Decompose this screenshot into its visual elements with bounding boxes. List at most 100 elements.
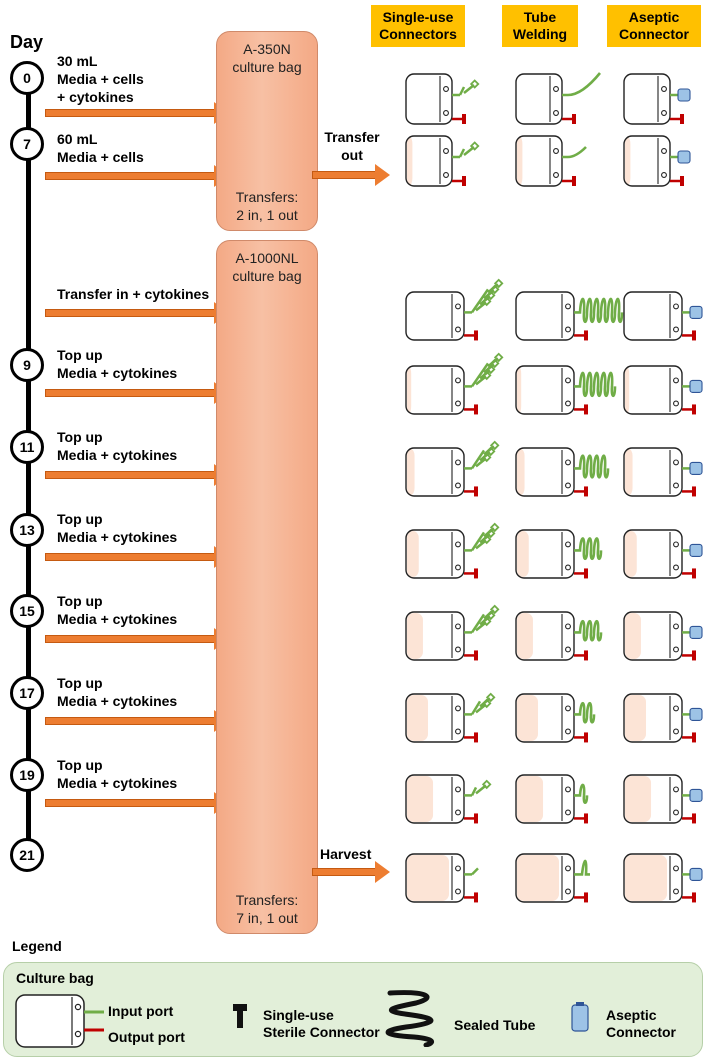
- large-bag-transfers-title: Transfers:: [235, 892, 299, 908]
- day-marker: 11: [10, 430, 44, 464]
- legend-culture-bag-title: Culture bag: [16, 970, 94, 986]
- tube-weld-bag-icon: [514, 832, 624, 915]
- tube-weld-bag-icon: [514, 344, 624, 427]
- transfer-out-line-1: Transfer: [324, 129, 380, 145]
- single-use-bag-icon: [404, 52, 514, 137]
- input-label-line: Top up: [57, 757, 103, 773]
- day-marker: 0: [10, 61, 44, 95]
- legend-connector-line2: Sterile Connector: [263, 1024, 380, 1040]
- single-use-bag-icon: [404, 114, 514, 199]
- day-marker: 7: [10, 127, 44, 161]
- col2-line1: Tube: [523, 9, 557, 25]
- input-label-line: Transfer in + cytokines: [57, 286, 210, 302]
- input-label-line: 30 mL: [57, 53, 98, 69]
- input-label-line: Media + cytokines: [57, 693, 178, 709]
- input-arrow: [45, 165, 229, 187]
- legend-input-port: Input port: [108, 1003, 174, 1019]
- day-marker: 13: [10, 513, 44, 547]
- tube-weld-bag-icon: [514, 114, 624, 199]
- input-label-line: 60 mL: [57, 131, 98, 147]
- aseptic-bag-icon: [622, 270, 706, 353]
- input-arrow: [45, 102, 229, 124]
- aseptic-bag-icon: [622, 52, 706, 137]
- legend-aseptic-line2: Connector: [606, 1024, 676, 1040]
- input-label-line: Top up: [57, 429, 103, 445]
- input-label-line: Media + cytokines: [57, 447, 178, 463]
- tube-weld-bag-icon: [514, 672, 624, 755]
- input-arrow: [45, 628, 229, 650]
- input-label-line: Top up: [57, 511, 103, 527]
- single-use-bag-icon: [404, 508, 514, 591]
- single-use-bag-icon: [404, 832, 514, 915]
- single-use-bag-icon: [404, 753, 514, 836]
- aseptic-bag-icon: [622, 344, 706, 427]
- col3-line1: Aseptic: [628, 9, 680, 25]
- input-label-line: Media + cytokines: [57, 611, 178, 627]
- small-bag-transfers-title: Transfers:: [235, 189, 299, 205]
- input-arrow: [45, 382, 229, 404]
- small-bag-column: A-350N culture bag Transfers: 2 in, 1 ou…: [216, 31, 318, 231]
- legend-connector-label: Single-use Sterile Connector: [263, 1007, 380, 1041]
- day-marker: 15: [10, 594, 44, 628]
- single-use-bag-icon: [404, 426, 514, 509]
- single-use-connector-icon: [233, 1004, 247, 1028]
- aseptic-bag-icon: [622, 114, 706, 199]
- small-bag-subtitle: culture bag: [232, 59, 302, 75]
- large-bag-column: A-1000NL culture bag Transfers: 7 in, 1 …: [216, 240, 318, 934]
- transfer-out-line-2: out: [341, 147, 363, 163]
- input-arrow: [45, 546, 229, 568]
- legend-box: Culture bag Input port Output port Singl…: [3, 962, 703, 1057]
- aseptic-bag-icon: [622, 832, 706, 915]
- input-label-line: Media + cells: [57, 71, 144, 87]
- tube-weld-bag-icon: [514, 426, 624, 509]
- input-label: Top up Media + cytokines: [57, 756, 177, 792]
- day-marker: 19: [10, 758, 44, 792]
- input-label: 30 mL Media + cells + cytokines: [57, 52, 144, 106]
- single-use-bag-icon: [404, 590, 514, 673]
- input-label-line: Media + cytokines: [57, 365, 178, 381]
- legend-bag-icon: [15, 994, 104, 1048]
- aseptic-bag-icon: [622, 753, 706, 836]
- large-bag-transfers: 7 in, 1 out: [236, 910, 298, 926]
- col1-line2: Connectors: [379, 26, 457, 42]
- single-use-bag-icon: [404, 344, 514, 427]
- col2-line2: Welding: [512, 26, 568, 42]
- tube-weld-bag-icon: [514, 270, 624, 353]
- day-marker: 21: [10, 838, 44, 872]
- tube-weld-bag-icon: [514, 753, 624, 836]
- input-arrow: [45, 302, 229, 324]
- input-arrow: [45, 710, 229, 732]
- small-bag-transfers: 2 in, 1 out: [236, 207, 298, 223]
- single-use-bag-icon: [404, 270, 514, 353]
- small-bag-name: A-350N: [243, 41, 291, 57]
- input-label: Transfer in + cytokines: [57, 285, 209, 303]
- legend-connector-line1: Single-use: [263, 1007, 334, 1023]
- legend-sealed-tube: Sealed Tube: [454, 1017, 536, 1033]
- legend-title: Legend: [12, 938, 62, 954]
- harvest-label: Harvest: [320, 846, 372, 862]
- col1-line1: Single-use: [382, 9, 454, 25]
- large-bag-subtitle: culture bag: [232, 268, 302, 284]
- input-label-line: Media + cytokines: [57, 775, 178, 791]
- aseptic-bag-icon: [622, 508, 706, 591]
- col3-line2: Connector: [619, 26, 689, 42]
- input-label-line: + cytokines: [57, 89, 134, 105]
- aseptic-bag-icon: [622, 590, 706, 673]
- input-label: 60 mL Media + cells: [57, 130, 144, 166]
- aseptic-connector-icon: [571, 1002, 589, 1032]
- input-label: Top up Media + cytokines: [57, 428, 177, 464]
- input-arrow: [45, 792, 229, 814]
- large-bag-name: A-1000NL: [235, 250, 299, 266]
- harvest-arrow: [312, 861, 390, 883]
- transfer-out-label: Transfer out: [320, 128, 384, 164]
- input-label-line: Top up: [57, 675, 103, 691]
- input-label-line: Media + cells: [57, 149, 144, 165]
- aseptic-bag-icon: [622, 672, 706, 755]
- day-marker: 9: [10, 348, 44, 382]
